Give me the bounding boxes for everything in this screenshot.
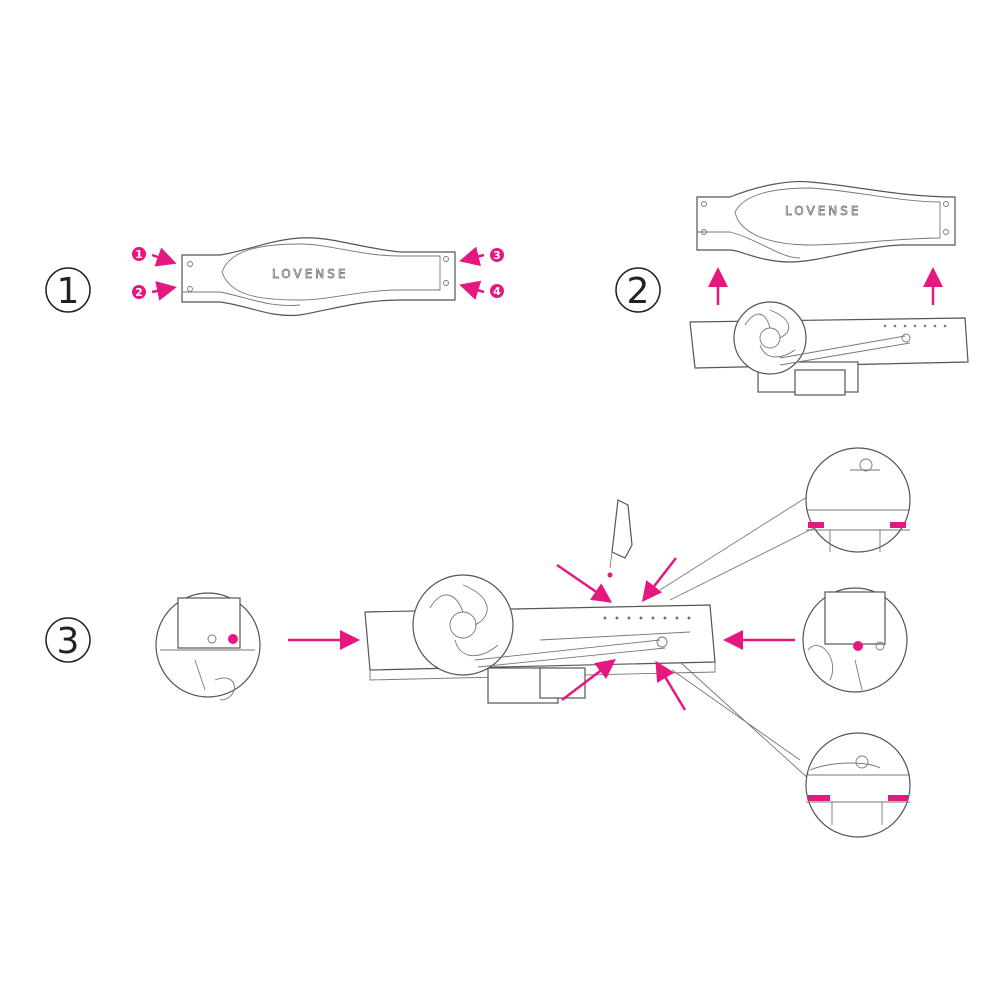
lift-arrows bbox=[708, 267, 943, 305]
svg-text:LOVENSE: LOVENSE bbox=[785, 204, 861, 218]
screw-badge-4: 4 bbox=[490, 284, 504, 298]
svg-text:1: 1 bbox=[57, 271, 80, 312]
screw-badge-1: 1 bbox=[132, 247, 146, 261]
detail-top-rail bbox=[659, 447, 911, 601]
step-3-marker: 3 bbox=[45, 617, 91, 663]
svg-text:4: 4 bbox=[493, 285, 501, 298]
oil-bottle-icon bbox=[607, 499, 633, 578]
device-internals-step2 bbox=[689, 301, 969, 396]
detail-bottom-rail bbox=[671, 661, 911, 838]
screw-arrows bbox=[151, 246, 485, 301]
detail-right-end bbox=[802, 587, 908, 693]
svg-text:3: 3 bbox=[493, 249, 501, 262]
device-cover-step1: LOVENSE bbox=[181, 237, 456, 317]
screw-badge-3: 3 bbox=[490, 248, 504, 262]
svg-text:2: 2 bbox=[135, 286, 143, 299]
svg-text:3: 3 bbox=[57, 621, 80, 662]
svg-text:LOVENSE: LOVENSE bbox=[272, 267, 348, 281]
svg-text:2: 2 bbox=[627, 271, 650, 312]
device-internals-step3 bbox=[364, 574, 716, 704]
screw-badge-2: 2 bbox=[132, 285, 146, 299]
device-cover-step2: LOVENSE bbox=[696, 181, 956, 263]
svg-text:1: 1 bbox=[135, 248, 143, 261]
step-2-marker: 2 bbox=[615, 267, 661, 313]
step-1-marker: 1 bbox=[45, 267, 91, 313]
detail-left-end bbox=[155, 592, 261, 701]
lubrication-arrows bbox=[288, 557, 795, 711]
